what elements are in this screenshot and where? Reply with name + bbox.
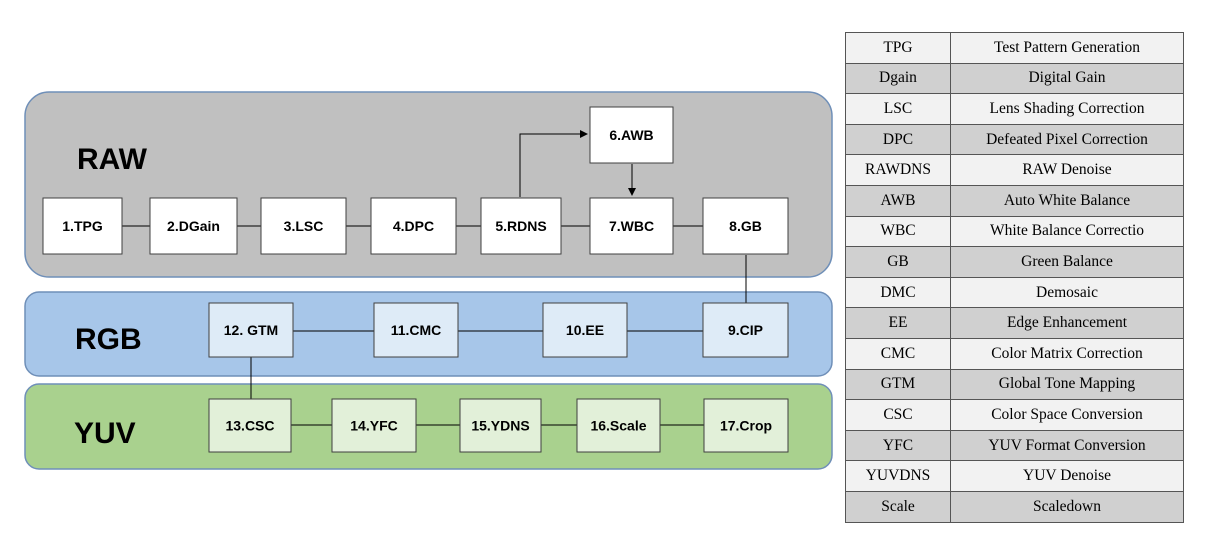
table-cell-abbreviation: CMC [845, 337, 951, 370]
table-cell-abbreviation: LSC [845, 93, 951, 125]
table-cell-abbreviation: EE [845, 307, 951, 339]
table-cell-abbreviation: GB [845, 246, 951, 278]
node-cmc-label: 11.CMC [391, 322, 442, 338]
node-lsc-label: 3.LSC [284, 218, 324, 234]
table-cell-description: Global Tone Mapping [950, 368, 1184, 401]
node-wbc-box [589, 197, 674, 255]
table-cell-abbreviation: RAWDNS [845, 154, 951, 186]
rgb-band-title: RGB [75, 323, 142, 356]
node-dpc-box [370, 197, 457, 255]
node-dgain-label: 2.DGain [167, 218, 220, 234]
node-wbc-label: 7.WBC [609, 218, 654, 234]
node-ydns-label: 15.YDNS [471, 418, 529, 434]
table-cell-abbreviation: Scale [845, 490, 951, 523]
table-cell-abbreviation: AWB [845, 184, 951, 217]
table-cell-description: Demosaic [950, 276, 1184, 309]
node-csc-box [208, 398, 292, 453]
table-cell-description: Defeated Pixel Correction [950, 123, 1184, 156]
yuv-band-title: YUV [74, 417, 136, 450]
node-dgain-box [149, 197, 238, 255]
node-gb-label: 8.GB [729, 218, 762, 234]
node-awb-box [589, 106, 674, 164]
table-cell-abbreviation: CSC [845, 399, 951, 431]
table-cell-description: YUV Format Conversion [950, 429, 1184, 462]
arrow-rdns-to-awb [519, 130, 588, 197]
node-rdns-label: 5.RDNS [495, 218, 546, 234]
table-cell-abbreviation: GTM [845, 368, 951, 401]
node-ee-label: 10.EE [566, 322, 604, 338]
table-cell-description: Digital Gain [950, 62, 1184, 95]
table-cell-abbreviation: YUVDNS [845, 460, 951, 492]
table-cell-abbreviation: WBC [845, 215, 951, 248]
node-tpg-box [42, 197, 123, 255]
table-cell-description: RAW Denoise [950, 154, 1184, 186]
node-scale-box [576, 398, 661, 453]
node-yfc-label: 14.YFC [350, 418, 397, 434]
node-gtm-label: 12. GTM [224, 322, 278, 338]
table-cell-description: Green Balance [950, 246, 1184, 278]
table-cell-description: Scaledown [950, 490, 1184, 523]
node-cip-label: 9.CIP [728, 322, 763, 338]
node-cip-box [702, 302, 789, 358]
node-scale-label: 16.Scale [590, 418, 646, 434]
node-csc-label: 13.CSC [225, 418, 274, 434]
node-crop-label: 17.Crop [720, 418, 772, 434]
node-ee-box [542, 302, 628, 358]
node-yfc-box [331, 398, 417, 453]
node-gb-box [702, 197, 789, 255]
table-cell-abbreviation: Dgain [845, 62, 951, 95]
table-cell-description: Auto White Balance [950, 184, 1184, 217]
table-cell-description: White Balance Correctio [950, 215, 1184, 248]
node-dpc-label: 4.DPC [393, 218, 434, 234]
table-cell-description: Test Pattern Generation [950, 32, 1184, 64]
table-cell-description: Lens Shading Correction [950, 93, 1184, 125]
isp-pipeline-diagram: RAW RGB YUV [24, 91, 833, 470]
node-cmc-box [373, 302, 459, 358]
table-cell-abbreviation: DMC [845, 276, 951, 309]
node-ydns-box [459, 398, 542, 453]
node-crop-box [703, 398, 789, 453]
node-gtm-box [208, 302, 294, 358]
table-cell-description: YUV Denoise [950, 460, 1184, 492]
table-cell-description: Color Matrix Correction [950, 337, 1184, 370]
table-cell-description: Color Space Conversion [950, 399, 1184, 431]
node-rdns-box [480, 197, 562, 255]
table-cell-abbreviation: DPC [845, 123, 951, 156]
node-lsc-box [260, 197, 347, 255]
table-cell-abbreviation: TPG [845, 32, 951, 64]
node-tpg-label: 1.TPG [62, 218, 103, 234]
table-cell-description: Edge Enhancement [950, 307, 1184, 339]
table-cell-abbreviation: YFC [845, 429, 951, 462]
raw-band-title: RAW [77, 143, 148, 176]
node-awb-label: 6.AWB [609, 127, 653, 143]
